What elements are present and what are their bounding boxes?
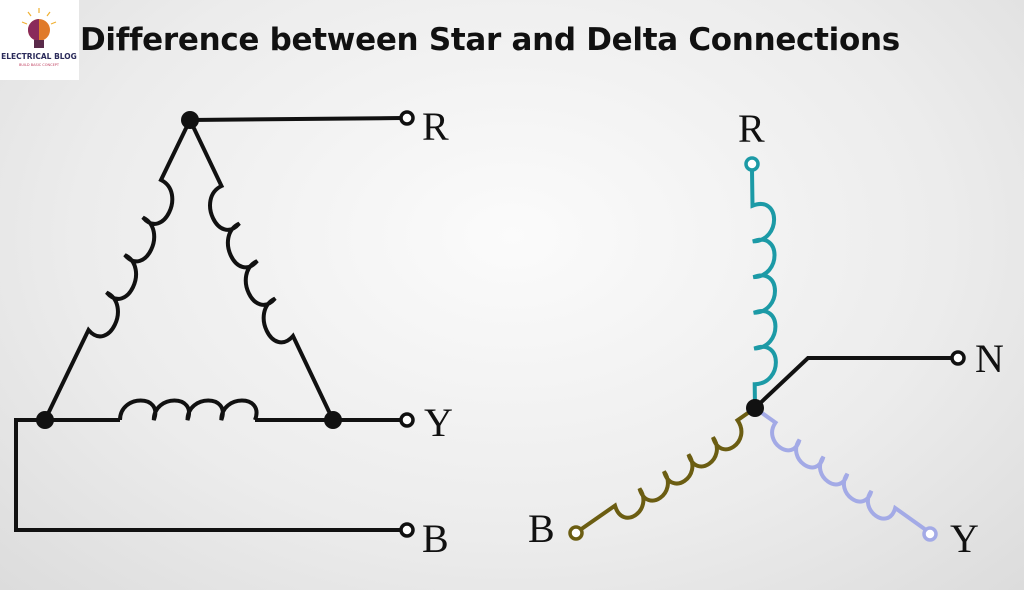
star-n-terminal — [950, 350, 966, 366]
star-b-phase — [578, 406, 757, 532]
logo-tagline: BUILD BASIC CONCEPT — [19, 63, 60, 67]
star-label-y: Y — [950, 516, 979, 561]
delta-r-terminal — [399, 110, 415, 126]
delta-right-node — [324, 411, 342, 429]
star-r-terminal — [744, 156, 760, 172]
delta-label-y: Y — [424, 400, 453, 445]
star-y-terminal — [922, 526, 938, 542]
electrical-blog-logo[interactable]: ELECTRICAL BLOG BUILD BASIC CONCEPT — [0, 0, 79, 80]
delta-bottom-coil — [118, 398, 259, 421]
delta-left-side — [43, 119, 192, 421]
star-label-n: N — [975, 336, 1004, 381]
delta-left-node — [36, 411, 54, 429]
lightbulb-icon: ELECTRICAL BLOG BUILD BASIC CONCEPT — [1, 8, 77, 67]
star-y-phase — [753, 406, 928, 532]
delta-label-b: B — [422, 516, 449, 561]
delta-label-r: R — [422, 104, 449, 149]
star-label-r: R — [738, 106, 765, 151]
delta-b-wire — [14, 418, 402, 532]
delta-y-terminal — [399, 412, 415, 428]
star-neutral-wire — [753, 356, 952, 410]
page-title: Difference between Star and Delta Connec… — [80, 22, 900, 58]
star-label-b: B — [528, 506, 555, 551]
star-b-terminal — [568, 525, 584, 541]
delta-top-node — [181, 111, 199, 129]
delta-connection — [14, 110, 415, 538]
star-center-node — [746, 399, 764, 417]
star-r-phase — [750, 169, 778, 409]
delta-b-terminal — [399, 522, 415, 538]
star-connection — [568, 156, 966, 542]
delta-r-wire — [189, 116, 403, 122]
logo-name: ELECTRICAL BLOG — [1, 52, 77, 61]
delta-right-side — [188, 119, 335, 421]
